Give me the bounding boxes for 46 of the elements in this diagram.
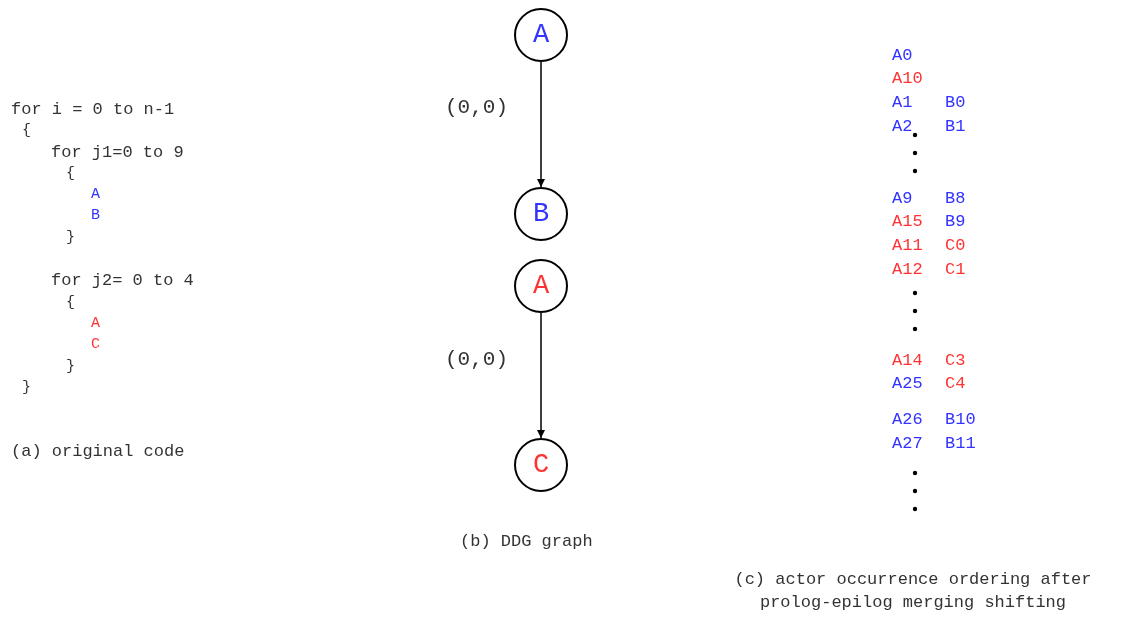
code-text: A27 [892,433,923,454]
code-text: B1 [945,116,966,137]
code-text: C [91,336,100,354]
code-text: A0 [892,45,913,66]
code-text: } [22,379,31,397]
code-text: A25 [892,373,923,394]
actor-circle: B [514,187,568,241]
code-text: A [91,315,100,333]
caption: (b) DDG graph [460,531,593,552]
code-text: { [66,294,75,312]
code-text: A14 [892,350,923,371]
code-text: C4 [945,373,966,394]
code-text: A26 [892,409,923,430]
code-text: A10 [892,68,923,89]
arrow [537,312,545,439]
code-text: A12 [892,259,923,280]
code-text: A1 [892,92,913,113]
code-text: for j1=0 to 9 [51,142,184,163]
code-text: } [66,358,75,376]
edge-label: (0,0) [445,96,508,120]
code-text: C3 [945,350,966,371]
code-text: A [91,186,100,204]
code-text: B9 [945,211,966,232]
code-text: for i = 0 to n-1 [11,99,175,120]
code-text: B10 [945,409,976,430]
code-text: } [66,229,75,247]
code-text: B [91,207,100,225]
code-text: for j2= 0 to 4 [51,270,194,291]
code-text: B11 [945,433,976,454]
code-text: B0 [945,92,966,113]
actor-circle: C [514,438,568,492]
code-text: B8 [945,188,966,209]
caption: (c) actor occurrence ordering after prolog-epilog merging shifting [733,568,1093,614]
arrow [537,61,545,188]
actor-circle: A [514,259,568,313]
code-text: { [66,165,75,183]
code-text: A11 [892,235,923,256]
code-text: A9 [892,188,913,209]
code-text: { [22,122,31,140]
code-text: A15 [892,211,923,232]
code-text: C1 [945,259,966,280]
code-text: C0 [945,235,966,256]
actor-circle: A [514,8,568,62]
edge-label: (0,0) [445,348,508,372]
code-text: A2 [892,116,913,137]
caption: (a) original code [11,441,185,462]
